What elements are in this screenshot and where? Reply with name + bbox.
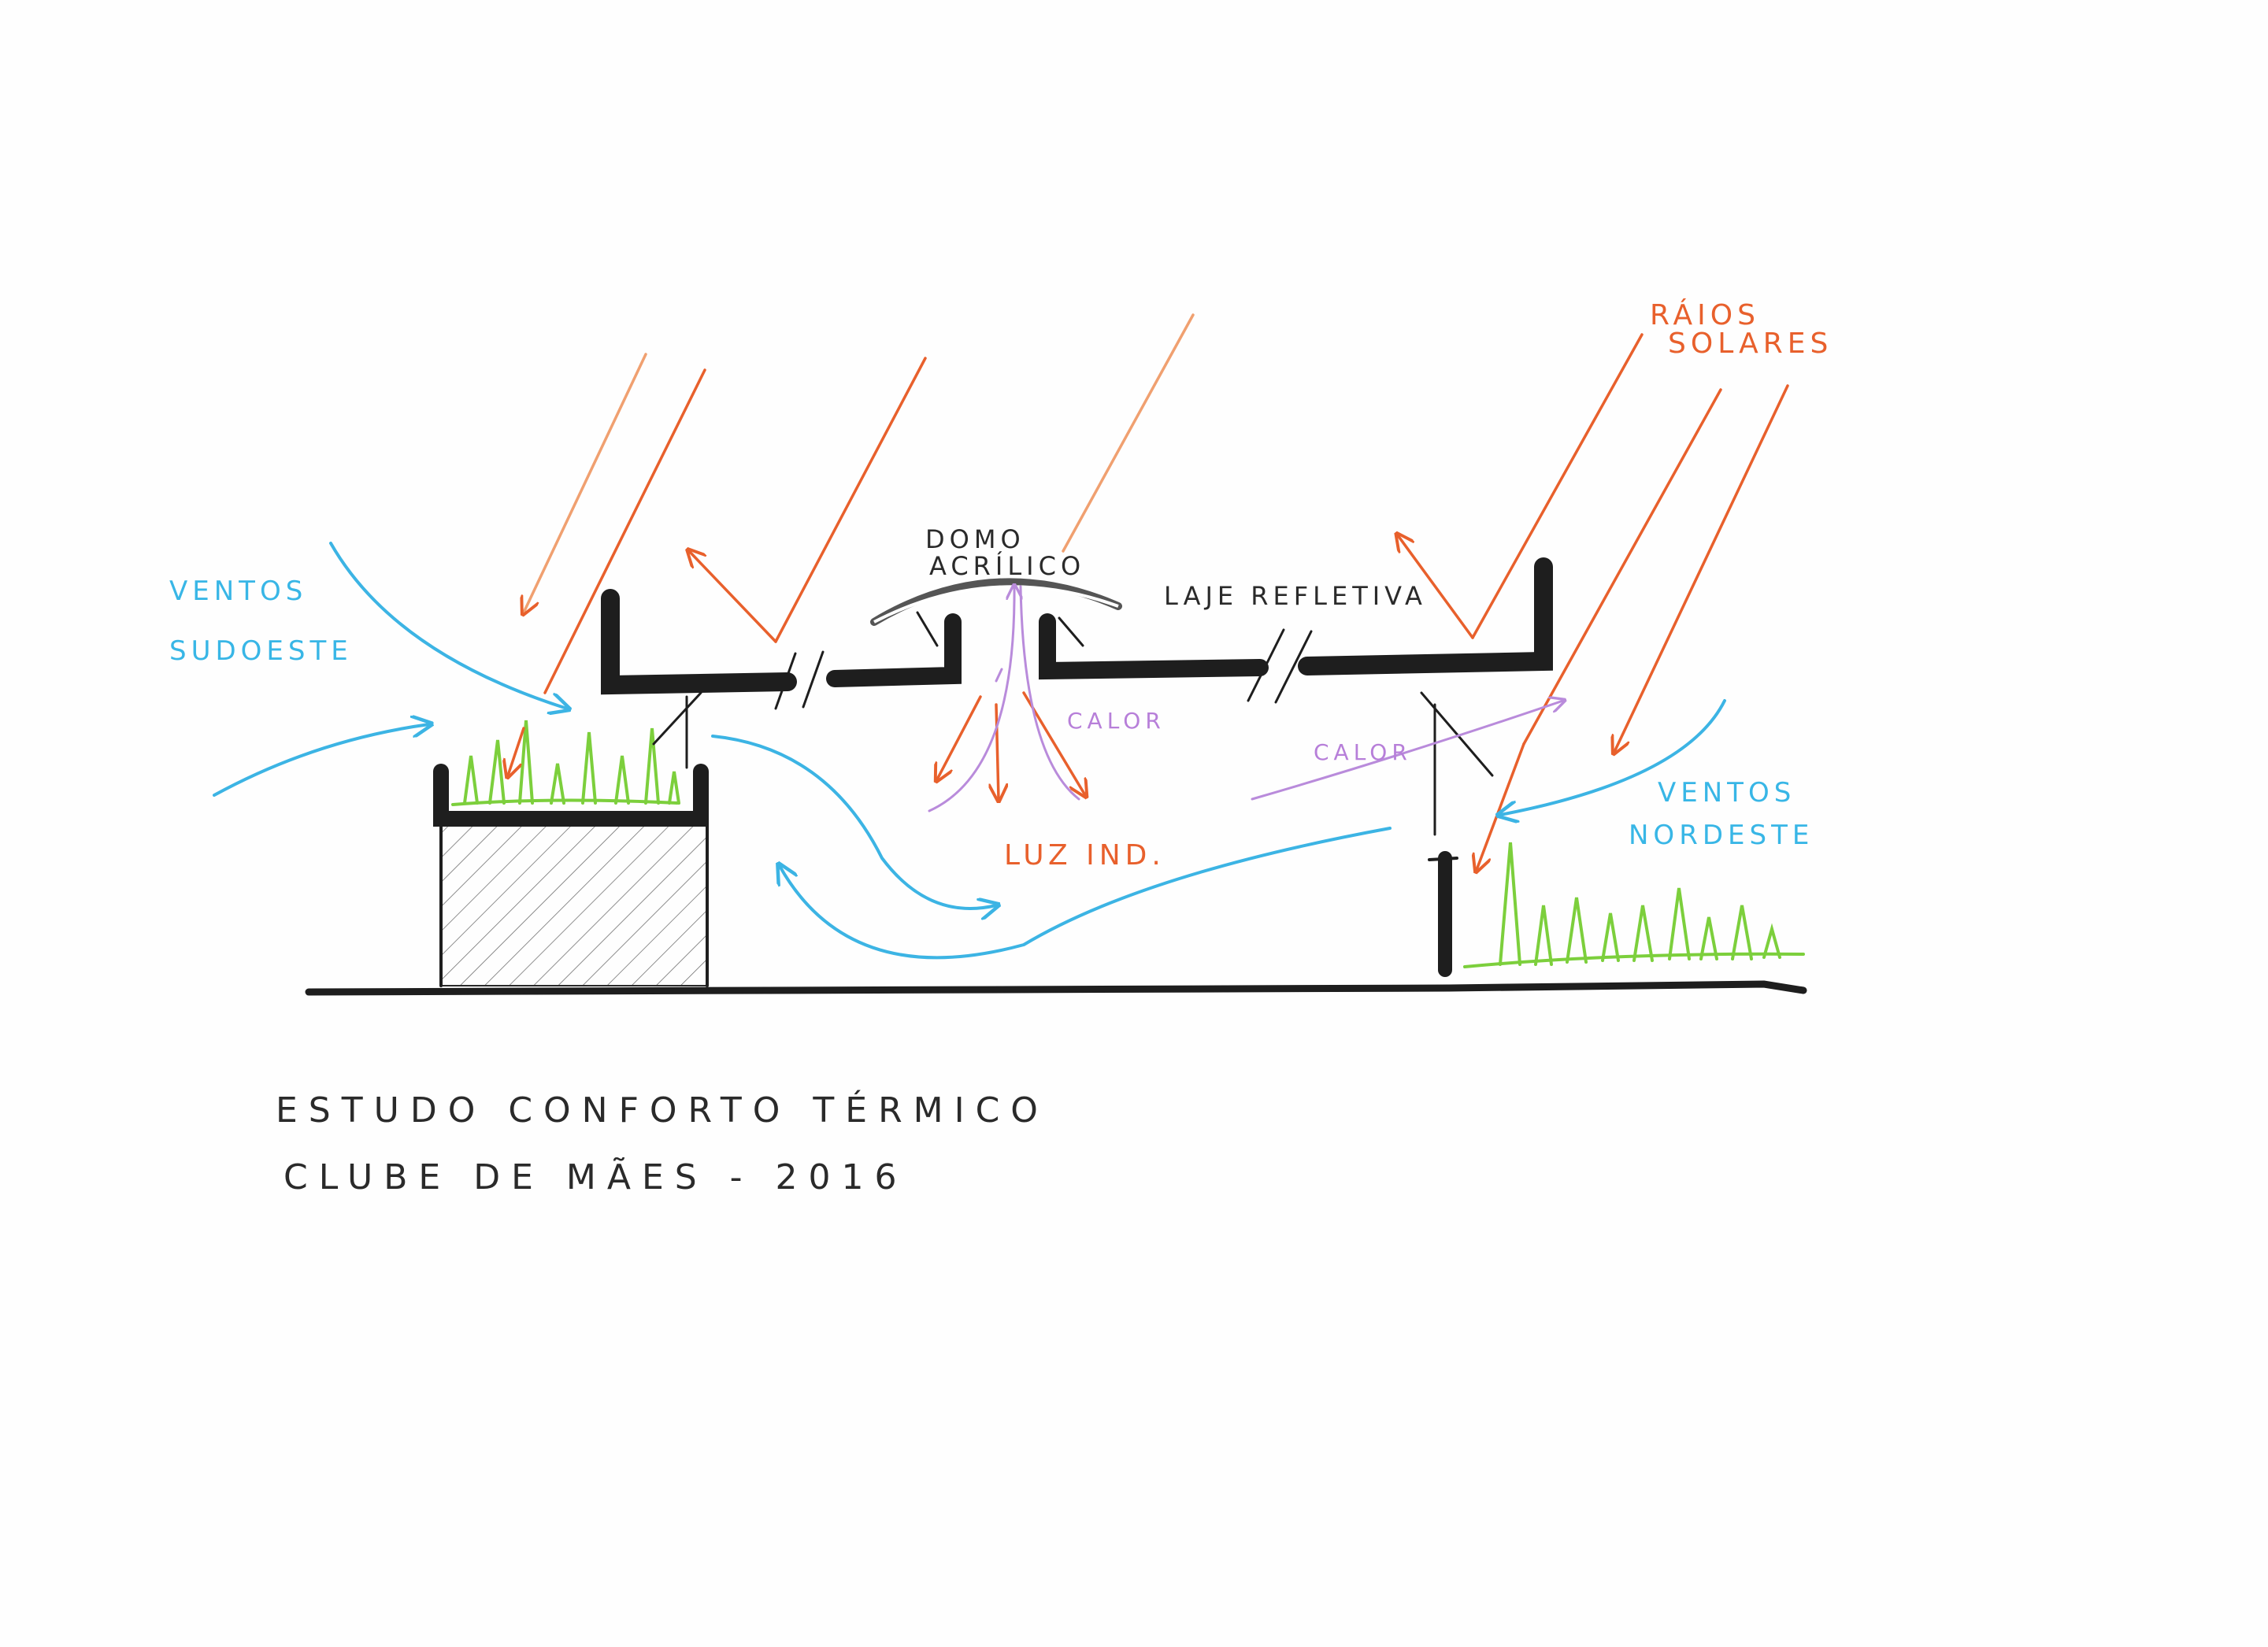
right-wall [1420, 691, 1494, 977]
label-ventos-nordeste-2: NORDESTE [1629, 820, 1814, 851]
wind-flows [213, 542, 1726, 960]
label-calor-center: CALOR [1067, 708, 1166, 734]
green-roof [451, 720, 680, 806]
label-calor-right: CALOR [1314, 739, 1412, 765]
sketch-title: ESTUDO CONFORTO TÉRMICO CLUBE DE MÃES - … [276, 1089, 1049, 1197]
left-window [652, 691, 702, 769]
label-raios-solares-1: RÁIOS [1650, 298, 1760, 331]
labels: VENTOS SUDOESTE VENTOS NORDESTE RÁIOS SO… [169, 298, 1833, 872]
heat-flows [928, 587, 1563, 812]
label-ventos-sudoeste-1: VENTOS [169, 576, 307, 607]
title-line-2: CLUBE DE MÃES - 2016 [284, 1157, 908, 1197]
label-laje-refletiva: LAJE REFLETIVA [1164, 581, 1427, 611]
label-ventos-nordeste-1: VENTOS [1658, 777, 1796, 809]
acrylic-dome [870, 578, 1122, 626]
ground-line [305, 980, 1807, 996]
roof-slab-left [601, 589, 962, 710]
right-grass [1463, 842, 1805, 968]
label-raios-solares-2: SOLARES [1668, 328, 1833, 360]
label-domo: DOMO [925, 524, 1025, 554]
label-ventos-sudoeste-2: SUDOESTE [169, 635, 353, 667]
label-luz-ind: LUZ IND. [1004, 839, 1166, 872]
title-line-1: ESTUDO CONFORTO TÉRMICO [276, 1089, 1049, 1131]
left-block [433, 764, 709, 987]
solar-rays [508, 313, 1789, 870]
roof-slab-right [1039, 557, 1553, 704]
label-acrilico: ACRÍLICO [929, 551, 1085, 581]
